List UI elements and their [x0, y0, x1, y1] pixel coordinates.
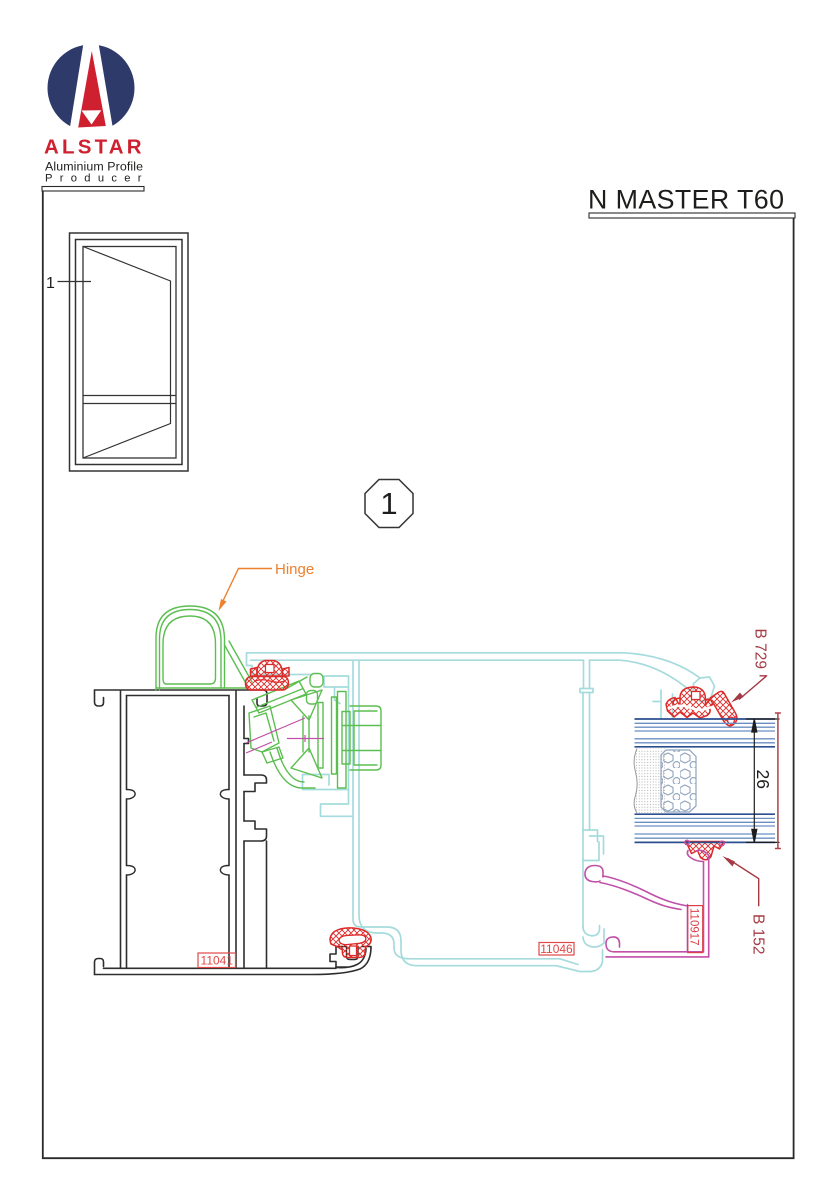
svg-text:11041: 11041 — [201, 954, 234, 968]
svg-text:N MASTER T60: N MASTER T60 — [588, 185, 784, 215]
svg-text:B 729: B 729 — [752, 629, 769, 670]
svg-text:B 152: B 152 — [750, 914, 767, 955]
svg-text:ALSTAR: ALSTAR — [44, 136, 145, 159]
svg-text:Producer: Producer — [45, 173, 149, 185]
svg-text:26: 26 — [753, 770, 773, 789]
svg-text:Aluminium Profile: Aluminium Profile — [45, 160, 143, 174]
svg-text:Hinge: Hinge — [275, 561, 314, 578]
svg-text:11046: 11046 — [540, 942, 573, 956]
svg-text:110917: 110917 — [688, 908, 700, 946]
svg-text:1: 1 — [380, 486, 397, 521]
svg-text:1: 1 — [46, 275, 55, 292]
